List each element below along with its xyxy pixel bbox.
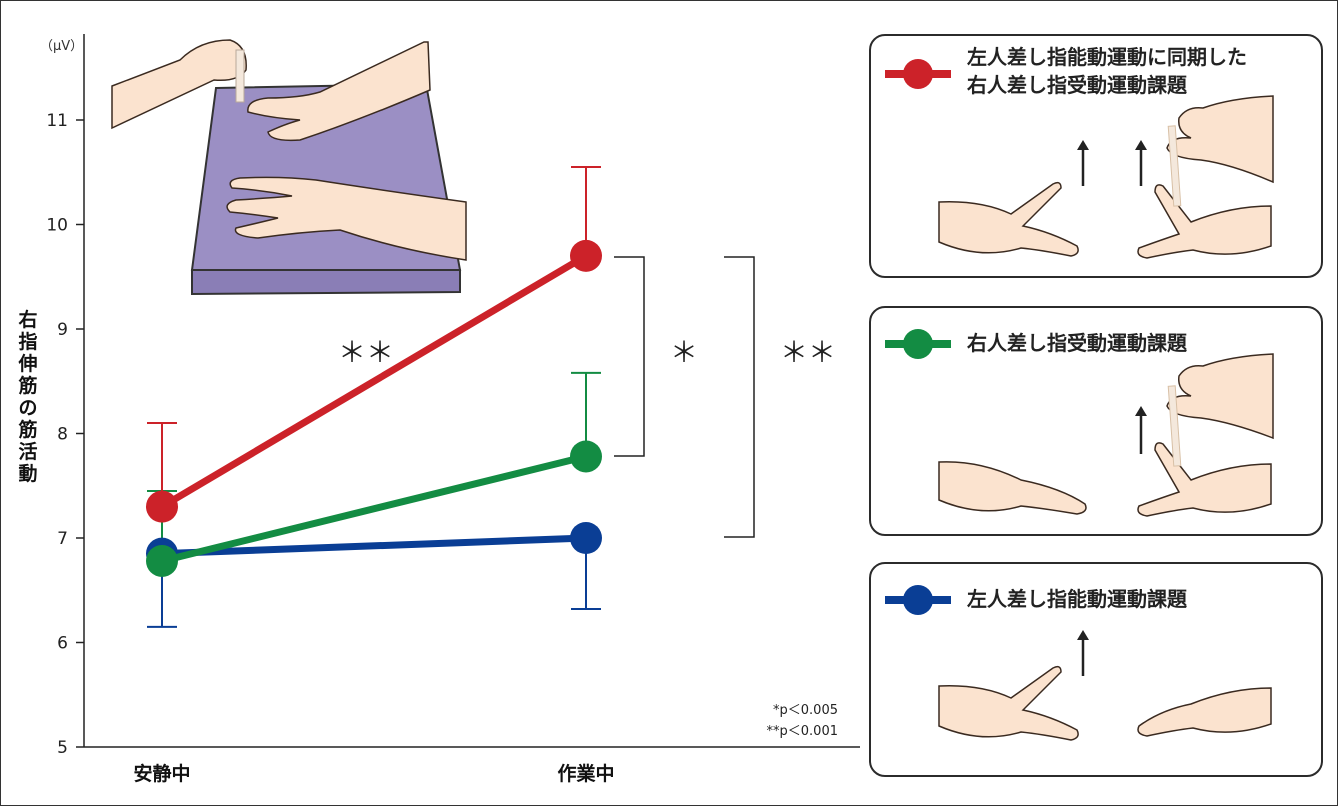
series-layer (146, 166, 602, 628)
series-line (161, 453, 587, 565)
y-ticks: 5 6 7 8 9 10 11 (46, 111, 84, 758)
sig-mark-line: ＊＊ (338, 336, 394, 369)
y-axis-label-char: の (18, 397, 37, 419)
axes: 5 6 7 8 9 10 11 （μV） (40, 34, 860, 758)
legend-label-passive: 右人差し指受動運動課題 (967, 331, 1187, 355)
legend-marker-active (903, 585, 933, 615)
y-tick-label: 6 (57, 634, 68, 654)
y-unit-label: （μV） (40, 39, 83, 54)
legend-marker-passive (903, 329, 933, 359)
y-axis-label-char: 筋 (18, 418, 37, 441)
panel-illustration (885, 329, 1274, 517)
legend-label-synced-line1: 左人差し指能動運動に同期した (967, 45, 1247, 69)
y-tick-label: 10 (46, 216, 68, 236)
y-tick-label: 8 (57, 425, 68, 445)
y-axis-label-char: 筋 (18, 374, 37, 397)
y-axis-label-char: 動 (18, 463, 37, 485)
y-axis-label-char: 右 (17, 308, 37, 331)
data-point (146, 490, 178, 523)
x-tick-label-task: 作業中 (557, 762, 614, 785)
data-point (570, 522, 602, 554)
y-tick-label: 7 (57, 529, 68, 549)
legend-panel-synced: 左人差し指能動運動に同期した 右人差し指受動運動課題 (869, 34, 1323, 278)
bracket-red-blue (724, 256, 755, 538)
legend-label-synced-line2: 右人差し指受動運動課題 (967, 73, 1187, 97)
p-value-note-2: **p＜0.001 (767, 724, 838, 739)
panel-illustration (885, 59, 1274, 259)
series-line (160, 252, 588, 510)
y-axis-label-char: 伸 (17, 352, 37, 375)
legend-label-active: 左人差し指能動運動課題 (967, 587, 1187, 611)
data-point (570, 239, 602, 272)
y-axis-label-char: 指 (18, 331, 37, 353)
x-tick-label-rest: 安静中 (133, 762, 190, 785)
y-tick-label: 11 (46, 111, 68, 131)
y-tick-label: 5 (57, 738, 68, 758)
legend-marker-synced (903, 59, 933, 89)
panel-illustration (885, 585, 1272, 741)
legend-panel-active: 左人差し指能動運動課題 (869, 562, 1323, 777)
bracket-red-green (614, 256, 645, 457)
significance-brackets: ＊＊ ＊ ＊＊ (338, 256, 836, 538)
hands-on-mat-illustration (111, 39, 467, 296)
y-axis-label-char: 活 (18, 440, 37, 463)
sig-mark-red-blue: ＊＊ (780, 336, 836, 369)
p-value-note-1: *p＜0.005 (773, 703, 838, 718)
sig-mark-red-green: ＊ (670, 336, 698, 369)
data-point (570, 440, 602, 473)
legend-panel-passive: 右人差し指受動運動課題 (869, 306, 1323, 536)
y-tick-label: 9 (57, 320, 68, 340)
data-point (146, 544, 178, 577)
series-line (161, 534, 587, 558)
